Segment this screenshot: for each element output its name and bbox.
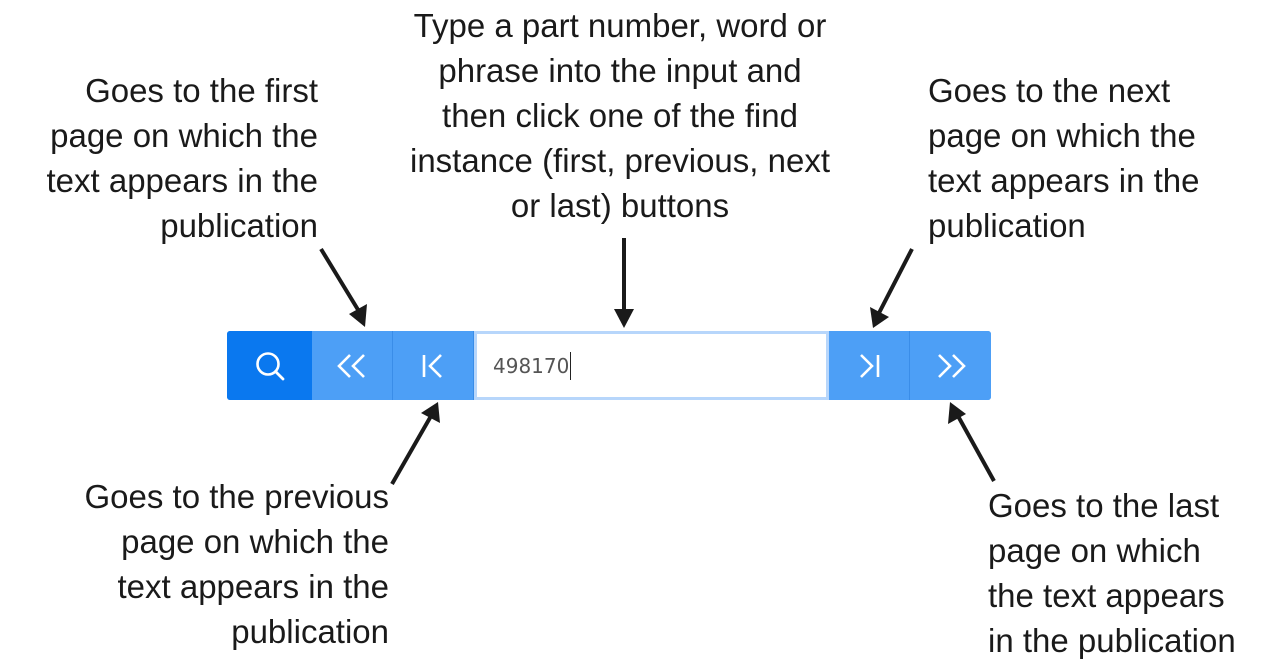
callout-line: or last) buttons bbox=[510, 187, 730, 224]
callout-line: publication bbox=[231, 613, 389, 650]
double-chevron-left-icon bbox=[337, 353, 365, 378]
callout-search-instructions: Type a part number, word or phrase into … bbox=[360, 3, 880, 228]
callout-last-page: Goes to the last page on which the text … bbox=[988, 483, 1277, 663]
callout-line: page on which the bbox=[50, 117, 318, 154]
find-previous-button[interactable] bbox=[393, 331, 474, 400]
search-button[interactable] bbox=[227, 331, 312, 400]
callout-line: text appears in the bbox=[46, 162, 318, 199]
find-next-button[interactable] bbox=[829, 331, 910, 400]
callout-line: page on which the bbox=[928, 117, 1196, 154]
callout-first-page: Goes to the first page on which the text… bbox=[0, 68, 318, 248]
callout-line: the text appears bbox=[988, 577, 1225, 614]
callout-line: publication bbox=[160, 207, 318, 244]
arrow-first bbox=[319, 247, 367, 327]
callout-line: Goes to the next bbox=[928, 72, 1171, 109]
skip-previous-icon bbox=[422, 353, 442, 378]
callout-next-page: Goes to the next page on which the text … bbox=[928, 68, 1268, 248]
arrow-search bbox=[614, 238, 634, 328]
callout-line: Type a part number, word or bbox=[413, 7, 827, 44]
double-chevron-right-icon bbox=[937, 353, 966, 378]
text-caret bbox=[570, 351, 572, 380]
callout-line: page on which bbox=[988, 532, 1201, 569]
search-input[interactable]: 498170 bbox=[474, 331, 829, 400]
callout-line: in the publication bbox=[988, 622, 1236, 659]
find-first-button[interactable] bbox=[312, 331, 393, 400]
callout-line: Goes to the first bbox=[85, 72, 318, 109]
search-input-value: 498170 bbox=[493, 353, 570, 378]
arrow-previous bbox=[390, 402, 440, 485]
find-last-button[interactable] bbox=[910, 331, 991, 400]
arrow-next bbox=[870, 248, 914, 328]
callout-line: then click one of the find bbox=[442, 97, 798, 134]
find-toolbar: 498170 bbox=[227, 331, 991, 400]
callout-line: Goes to the last bbox=[988, 487, 1220, 524]
callout-line: instance (first, previous, next bbox=[409, 142, 830, 179]
callout-line: Goes to the previous bbox=[84, 478, 389, 515]
callout-line: phrase into the input and bbox=[438, 52, 802, 89]
callout-previous-page: Goes to the previous page on which the t… bbox=[0, 474, 389, 654]
callout-line: text appears in the bbox=[928, 162, 1200, 199]
callout-line: publication bbox=[928, 207, 1086, 244]
skip-next-icon bbox=[860, 353, 880, 378]
callout-line: page on which the bbox=[121, 523, 389, 560]
arrow-last bbox=[948, 402, 996, 482]
callout-line: text appears in the bbox=[117, 568, 389, 605]
search-icon bbox=[255, 351, 284, 380]
